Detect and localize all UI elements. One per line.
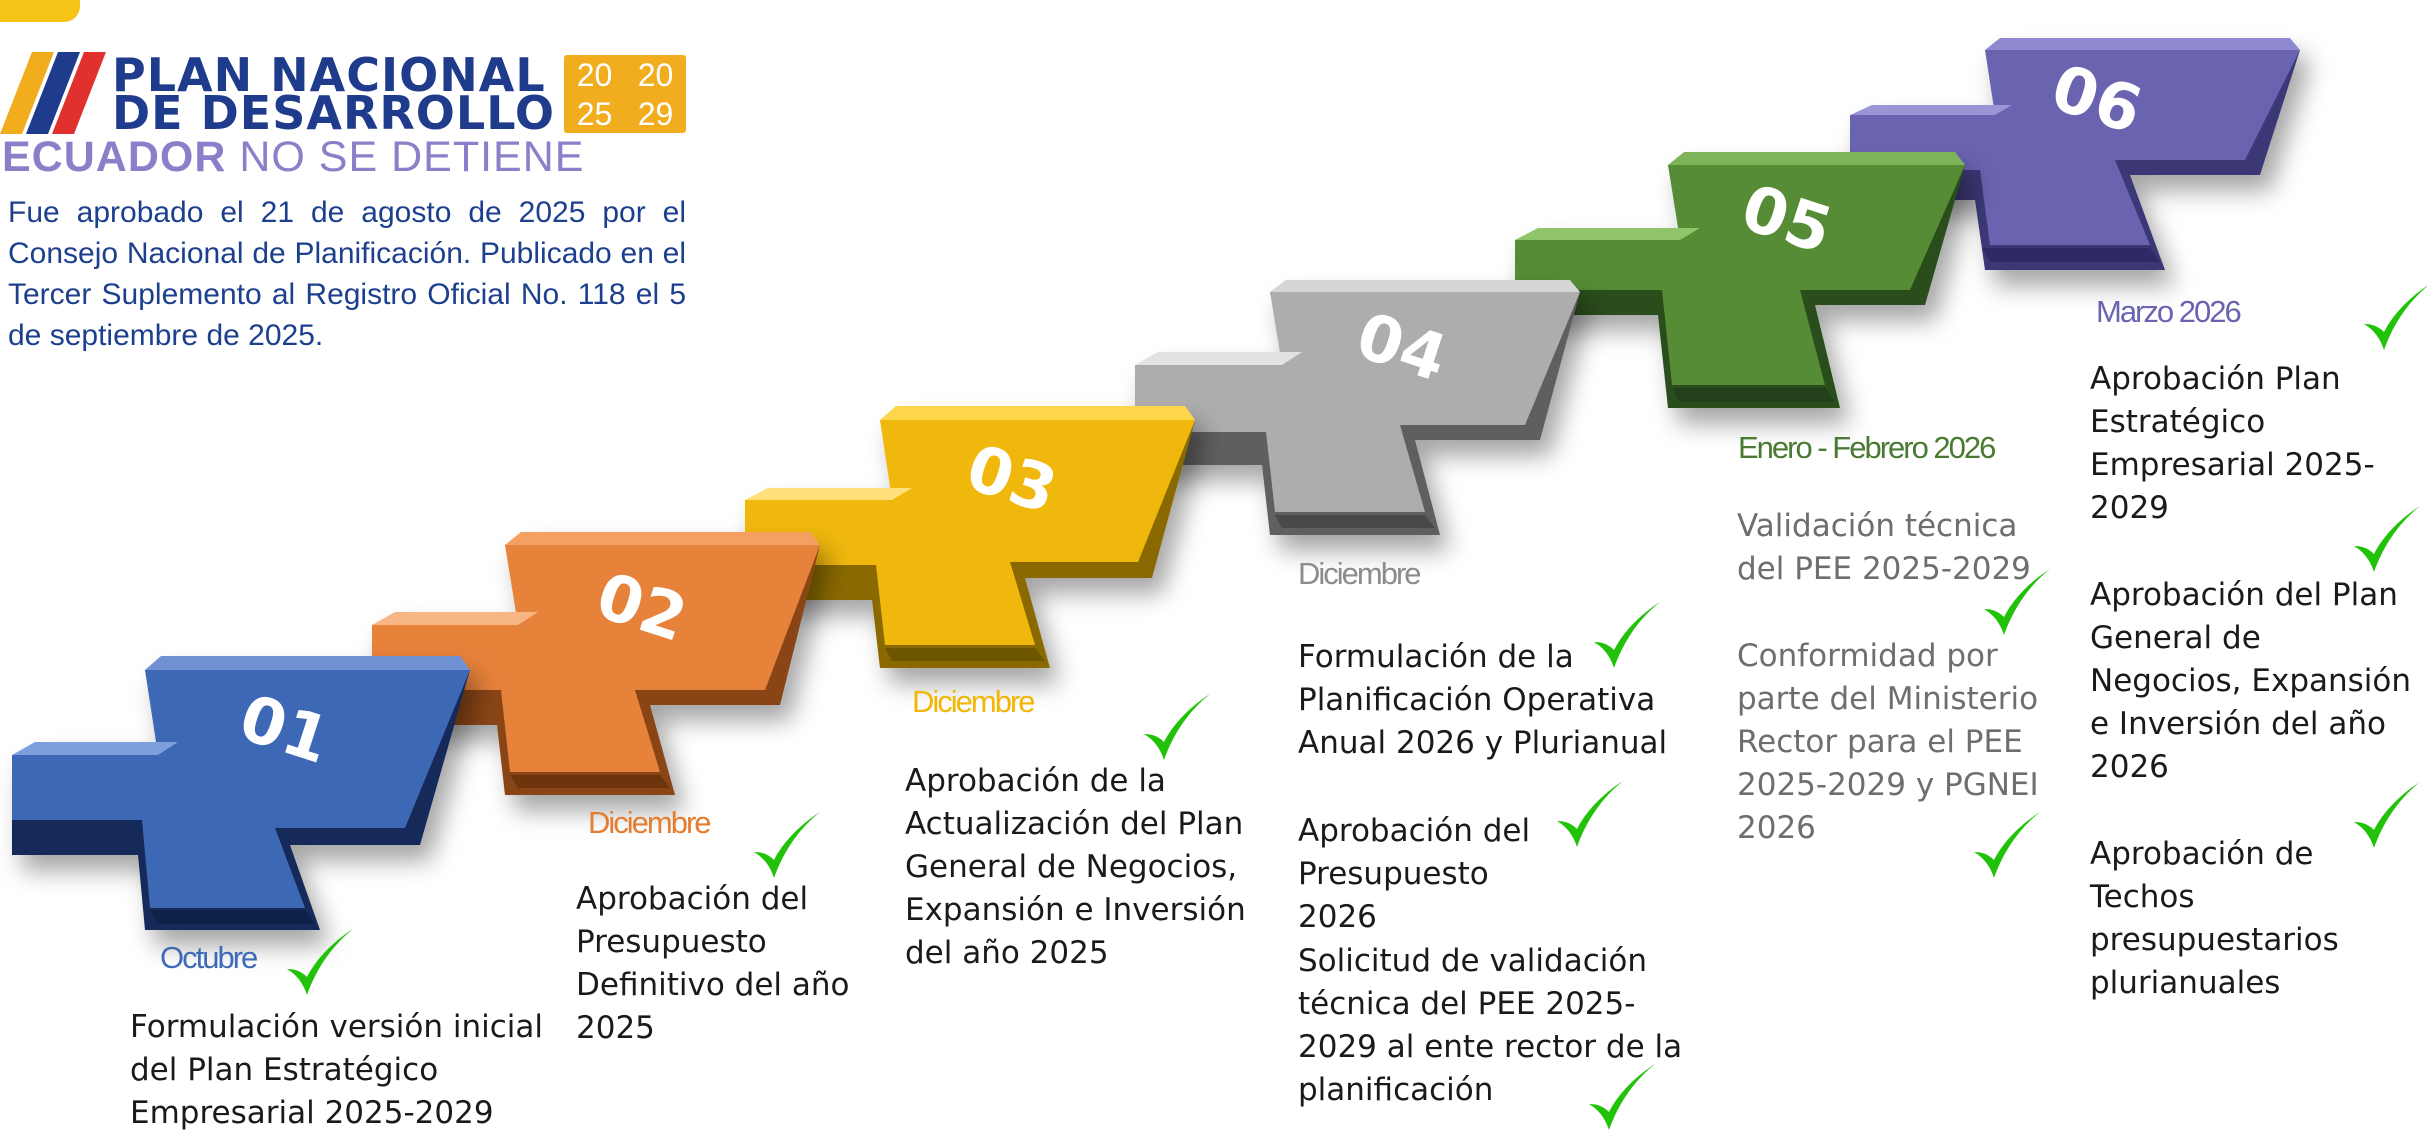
step-06-month: Marzo 2026	[2096, 294, 2242, 329]
slogan-rest: NO SE DETIENE	[239, 133, 585, 181]
step-04-month: Diciembre	[1298, 556, 1422, 591]
step-05-month: Enero - Febrero 2026	[1738, 430, 1996, 465]
checkmark-icon	[1144, 694, 1210, 760]
step-02-task: Aprobación del Presupuesto Definitivo de…	[576, 881, 850, 1046]
step-arrow-02: 02	[372, 532, 820, 795]
year-digit: 20	[576, 56, 613, 93]
step-arrow-05: 05	[1515, 152, 1965, 408]
corner-tab	[0, 0, 80, 22]
logo-title-line2: DE DESARROLLO	[112, 86, 555, 140]
step-06-task-1: Aprobación Plan Estratégico Empresarial …	[2090, 361, 2375, 526]
step-arrow-01: 01	[12, 656, 470, 930]
checkmark-icon	[2354, 782, 2420, 848]
step-arrow-04: 04	[1135, 280, 1580, 535]
step-03-month: Diciembre	[912, 684, 1036, 719]
step-04-task-3: Solicitud de validación técnica del PEE …	[1298, 943, 1683, 1108]
step-06-task-2: Aprobación del Plan General de Negocios,…	[2090, 577, 2412, 785]
year-digit: 25	[576, 95, 613, 132]
slogan-bold: ECUADOR	[2, 133, 227, 181]
checkmark-icon	[2354, 506, 2420, 572]
checkmark-icon	[1589, 1064, 1655, 1130]
checkmark-icon	[287, 929, 353, 995]
checkmark-icon	[2364, 286, 2427, 350]
step-03-task: Aprobación de la Actualización del Plan …	[905, 763, 1246, 971]
step-05-task-1: Validación técnica del PEE 2025-2029	[1737, 508, 2031, 587]
checkmark-icon	[1974, 812, 2040, 878]
slogan: ECUADOR NO SE DETIENE	[2, 133, 584, 181]
plan-description: Fue aprobado el 21 de agosto de 2025 por…	[8, 196, 686, 352]
step-02-month: Diciembre	[588, 805, 712, 840]
step-01-month: Octubre	[160, 940, 258, 975]
checkmark-icon	[754, 812, 820, 878]
year-digit: 29	[637, 95, 674, 132]
step-06-task-3: Aprobación de Techos presupuestarios plu…	[2090, 836, 2339, 1001]
step-arrow-03: 03	[745, 406, 1195, 668]
logo-year-box: 20 20 25 29	[564, 55, 686, 133]
logo-title-line1: PLAN NACIONAL	[112, 48, 546, 102]
checkmark-icon	[1557, 781, 1623, 847]
checkmark-icon	[1594, 602, 1660, 668]
step-05-task-2: Conformidad por parte del Ministerio Rec…	[1737, 638, 2039, 846]
step-01-task: Formulación versión inicial del Plan Est…	[130, 1009, 544, 1131]
logo-stripes-icon	[0, 52, 106, 134]
step-04-task-1: Formulación de la Planificación Operativ…	[1298, 639, 1668, 761]
step-04-task-2: Aprobación del Presupuesto 2026	[1298, 813, 1531, 935]
step-arrow-06: 06	[1850, 38, 2300, 270]
year-digit: 20	[637, 56, 674, 93]
checkmark-icon	[1984, 569, 2050, 635]
